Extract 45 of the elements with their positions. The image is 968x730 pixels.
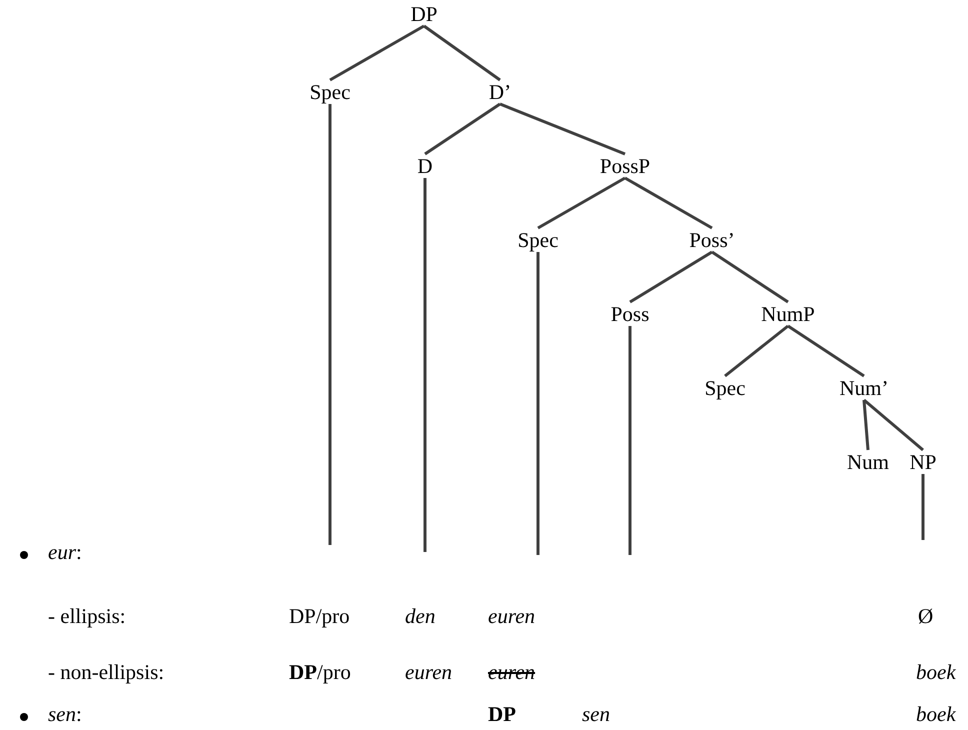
tree-node-label: NumP [761,302,815,326]
table-word: boek [916,702,956,726]
table-word: sen [582,702,610,726]
tree-node-label: D’ [488,80,512,104]
tree-branch [724,324,789,378]
table-word: DP/pro [289,604,350,628]
projection-line [328,104,332,545]
tree-branch [537,176,626,230]
row-label: - ellipsis: [48,604,126,628]
table-word: DP/pro [289,660,351,684]
tree-node-label: PossP [600,154,650,178]
tree-branch [329,24,425,82]
tree-node-label: Poss’ [689,228,735,252]
tree-branch [499,102,626,156]
projection-line [424,178,426,552]
tree-node-label: D [417,154,433,178]
tree-branch [624,176,713,230]
table-word: euren [405,660,452,684]
tree-branch [787,324,865,378]
tree-node-label: Poss [610,302,650,326]
table-word: den [405,604,436,628]
projection-line [536,252,540,555]
tree-node-label: Spec [704,376,746,400]
table-word: euren [488,660,536,684]
tree-node-label: Spec [518,228,558,252]
row-label: - non-ellipsis: [48,660,164,684]
tree-node-label: NP [910,450,936,474]
tree-branch [862,400,870,450]
table-word: boek [916,660,956,684]
tree-node-label: Num [847,450,889,474]
tree-node-label: Spec [310,80,350,104]
tree-node-label: DP [410,2,438,26]
table-word: DP [488,702,516,726]
list-item-label: eur: [48,540,82,564]
table-word: Ø [918,604,934,628]
projection-line [922,474,924,540]
tree-branch [424,102,501,156]
list-item-label: sen: [48,702,82,726]
tree-branch [629,250,713,304]
tree-branch [863,398,924,452]
tree-branch [711,250,789,304]
tree-branch [423,24,501,82]
table-word: euren [488,604,536,628]
projection-line [628,326,632,555]
tree-node-label: Num’ [840,376,888,400]
